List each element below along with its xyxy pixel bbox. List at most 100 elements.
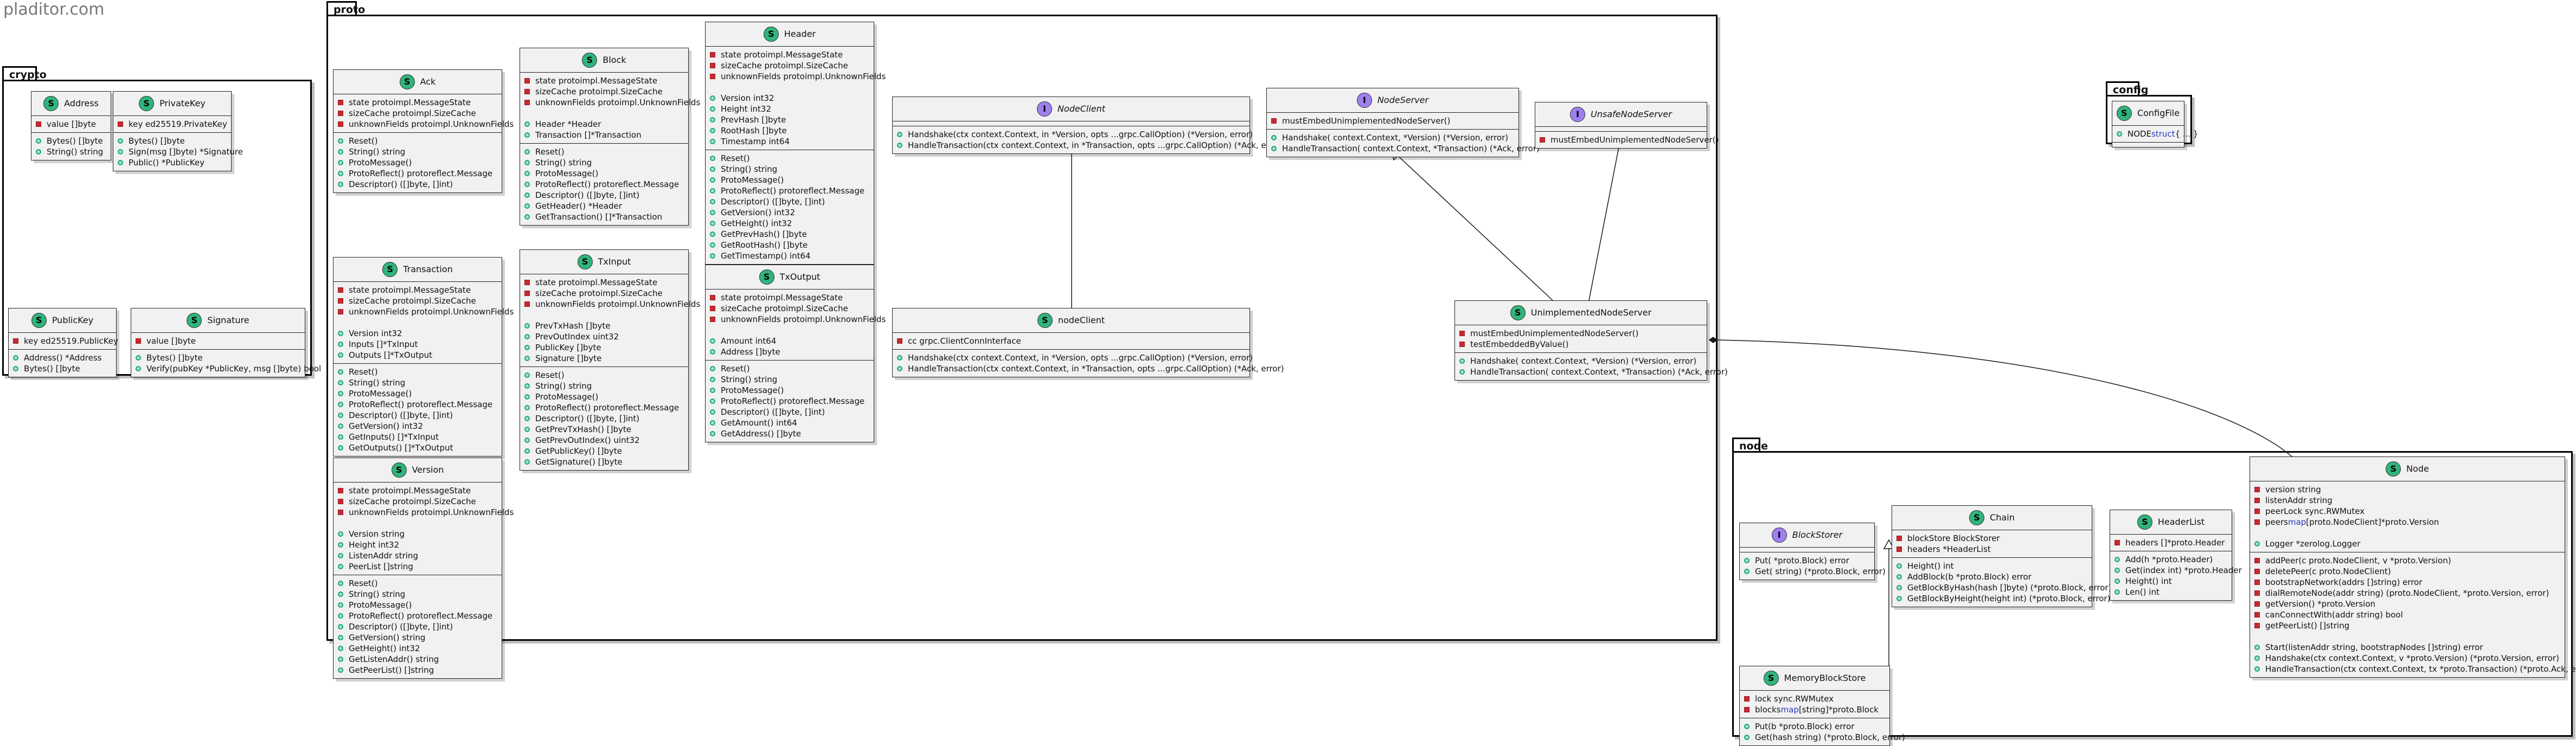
public-visibility-icon — [338, 160, 343, 165]
private-visibility-icon — [338, 287, 343, 293]
member-text: GetListenAddr() string — [349, 654, 439, 664]
public-visibility-icon — [524, 459, 530, 465]
member-text: lock sync.RWMutex — [1755, 694, 1834, 704]
member-text: Reset() — [535, 370, 565, 380]
member-text: PublicKey []byte — [535, 343, 601, 352]
member-text: state protoimpl.MessageState — [535, 76, 658, 86]
member-text: AddBlock(b *proto.Block) error — [1907, 572, 2032, 582]
method-row: GetTransaction() []*Transaction — [524, 211, 684, 222]
fields-section: mustEmbedUnimplementedNodeServer()testEm… — [1455, 325, 1707, 352]
member-text: key ed25519.PrivateKey — [129, 119, 227, 129]
member-text: Inputs []*TxInput — [349, 339, 418, 349]
public-visibility-icon — [710, 177, 715, 183]
method-row: ProtoMessage() — [710, 175, 869, 185]
struct-badge-icon: S — [43, 96, 59, 111]
public-visibility-icon — [524, 427, 530, 432]
method-row: ProtoMessage() — [524, 168, 684, 179]
method-row: HandleTransaction( context.Context, *Tra… — [1271, 143, 1540, 154]
member-text-suffix: { ... } — [2175, 129, 2199, 139]
private-visibility-icon — [338, 111, 343, 116]
public-visibility-icon — [1744, 569, 1750, 574]
method-row: GetAmount() int64 — [710, 417, 869, 428]
member-text: ProtoReflect() protoreflect.Message — [535, 403, 680, 413]
class-name: MemoryBlockStore — [1784, 673, 1866, 683]
member-text: Version int32 — [349, 329, 402, 338]
member-text: Bytes() []byte — [146, 353, 203, 363]
method-row: addPeer(c proto.NodeClient, v *proto.Ver… — [2254, 555, 2560, 566]
public-visibility-icon — [710, 338, 715, 344]
private-visibility-icon — [118, 121, 123, 127]
member-text: Descriptor() ([]byte, []int) — [535, 190, 640, 200]
method-row: Descriptor() ([]byte, []int) — [338, 410, 497, 421]
member-spacer — [338, 317, 497, 328]
field-row: PublicKey []byte — [524, 342, 684, 353]
public-visibility-icon — [338, 138, 343, 144]
member-text: state protoimpl.MessageState — [349, 486, 471, 496]
public-visibility-icon — [1459, 358, 1465, 364]
public-visibility-icon — [710, 210, 715, 215]
method-row: Get(hash string) (*proto.Block, error) — [1744, 732, 1905, 743]
method-row: Height() int — [1896, 561, 2087, 571]
member-text: Reset() — [721, 364, 750, 374]
fields-section: key ed25519.PrivateKey — [113, 115, 231, 132]
private-visibility-icon — [338, 121, 343, 127]
method-row: GetVersion() string — [338, 632, 497, 643]
field-row: value []byte — [136, 336, 300, 346]
member-text: String() string — [349, 589, 406, 599]
method-row: AddBlock(b *proto.Block) error — [1896, 571, 2087, 582]
public-visibility-icon — [338, 149, 343, 155]
member-text: GetAmount() int64 — [721, 418, 797, 428]
member-text: Descriptor() ([]byte, []int) — [349, 179, 453, 189]
field-row: unknownFields protoimpl.UnknownFields — [338, 507, 514, 518]
public-visibility-icon — [897, 143, 902, 148]
member-text: ProtoReflect() protoreflect.Message — [349, 400, 493, 409]
member-text: state protoimpl.MessageState — [721, 50, 843, 60]
private-visibility-icon — [2254, 580, 2260, 585]
package-label: node — [1739, 440, 1768, 452]
field-row: state protoimpl.MessageState — [710, 49, 869, 60]
package-tab-config: config — [2106, 81, 2149, 96]
public-visibility-icon — [1896, 596, 1902, 601]
private-visibility-icon — [524, 280, 530, 285]
member-text: ProtoMessage() — [349, 389, 412, 398]
public-visibility-icon — [118, 138, 123, 144]
method-row: GetTimestamp() int64 — [710, 250, 869, 261]
field-row: key ed25519.PublicKey — [13, 336, 118, 346]
member-text: version string — [2265, 485, 2321, 494]
field-row: mustEmbedUnimplementedNodeServer() — [1271, 115, 1514, 126]
method-row: bootstrapNetwork(addrs []string) error — [2254, 577, 2560, 588]
public-visibility-icon — [710, 431, 715, 436]
member-text: ListenAddr string — [349, 551, 418, 561]
public-visibility-icon — [36, 138, 41, 144]
member-text: deletePeer(c proto.NodeClient) — [2265, 567, 2391, 576]
private-visibility-icon — [897, 338, 902, 344]
private-visibility-icon — [2254, 498, 2260, 503]
public-visibility-icon — [524, 394, 530, 400]
member-text: Len() int — [2125, 587, 2160, 597]
